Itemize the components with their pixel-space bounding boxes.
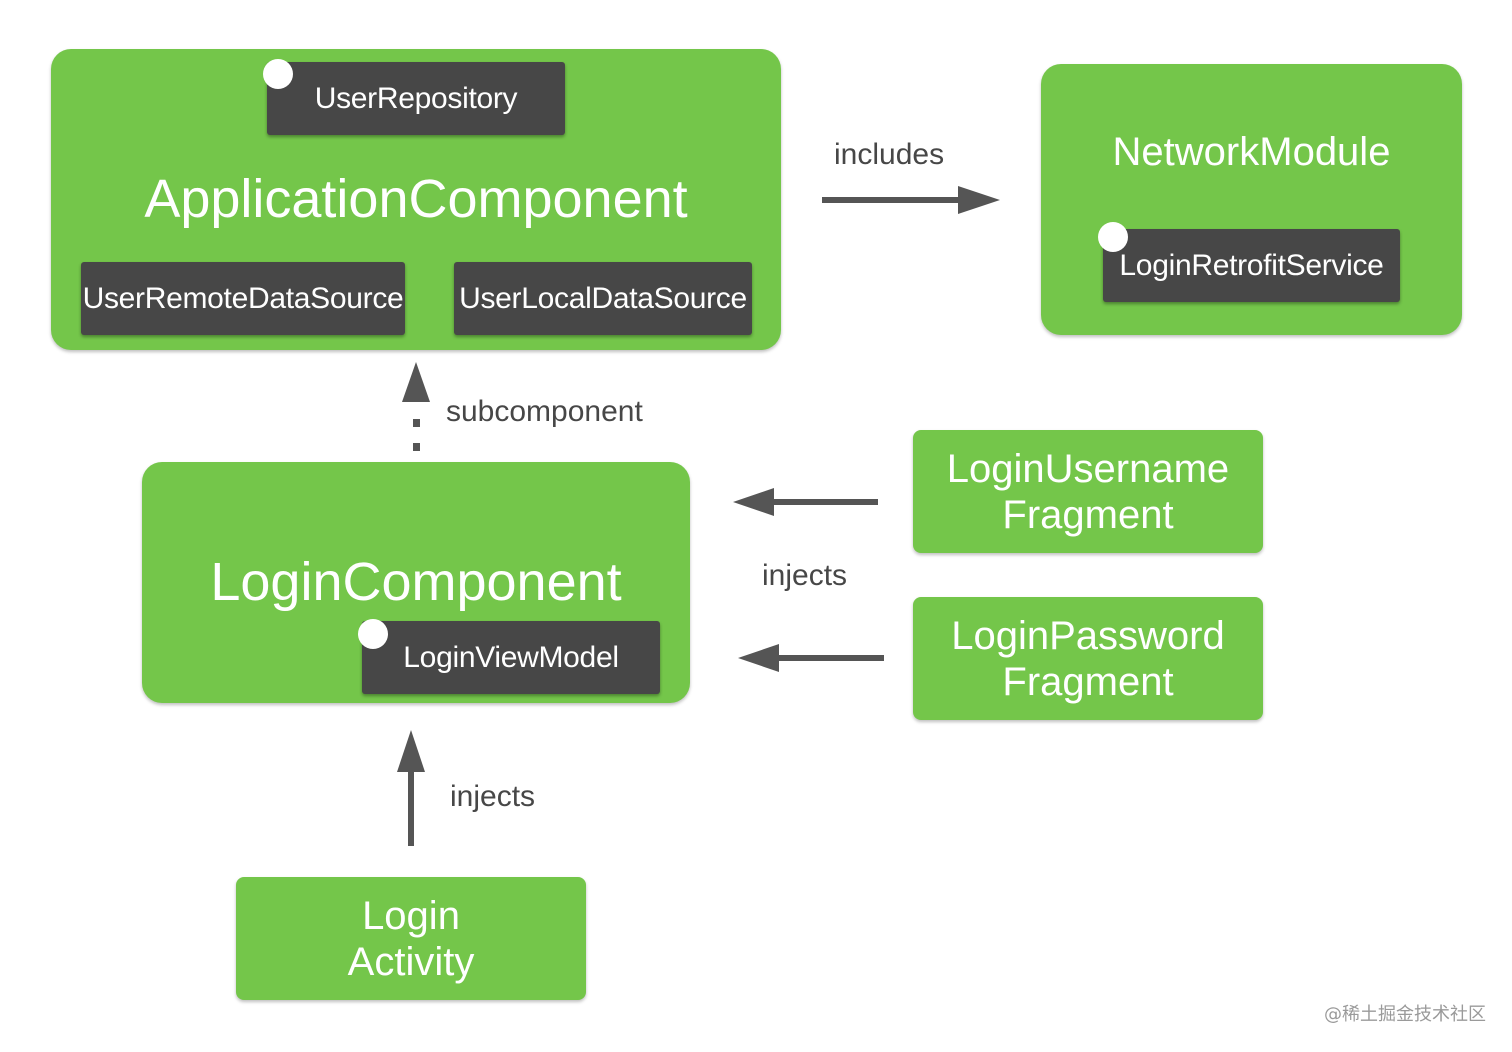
user-repository-tag: UserRepository — [267, 62, 565, 135]
scope-dot-icon — [263, 59, 293, 89]
injects-arrow-username — [733, 488, 878, 516]
subcomponent-arrow — [402, 362, 430, 451]
injects-arrow-password — [738, 644, 884, 672]
injects-fragments-label: injects — [762, 559, 848, 592]
login-component-title: LoginComponent — [210, 552, 622, 612]
fragment-suffix-line: Fragment — [1002, 659, 1174, 704]
fragment-name-line: LoginUsername — [946, 446, 1230, 491]
includes-arrow — [822, 186, 1000, 214]
activity-name-line: Login — [362, 893, 460, 938]
activity-suffix-line: Activity — [347, 939, 475, 984]
watermark-text: @稀土掘金技术社区 — [1324, 1004, 1486, 1025]
fragment-suffix-line: Fragment — [1002, 492, 1174, 537]
login-activity-box: Login Activity — [236, 877, 586, 1000]
application-component-title: ApplicationComponent — [144, 169, 688, 229]
injects-activity-label: injects — [450, 780, 536, 813]
user-local-data-source-tag: UserLocalDataSource — [454, 262, 752, 335]
login-view-model-tag: LoginViewModel — [362, 621, 660, 694]
injects-arrow-activity — [397, 730, 425, 846]
subcomponent-label: subcomponent — [446, 395, 643, 428]
login-retrofit-service-tag: LoginRetrofitService — [1103, 229, 1400, 302]
login-activity-title: Login Activity — [236, 877, 586, 1000]
login-password-fragment-title: LoginPassword Fragment — [913, 597, 1263, 720]
login-username-fragment-title: LoginUsername Fragment — [913, 430, 1263, 553]
includes-label: includes — [834, 138, 945, 171]
scope-dot-icon — [1098, 222, 1128, 252]
login-username-fragment-box: LoginUsername Fragment — [913, 430, 1263, 553]
scope-dot-icon — [358, 619, 388, 649]
fragment-name-line: LoginPassword — [951, 613, 1225, 658]
user-remote-data-source-tag: UserRemoteDataSource — [81, 262, 405, 335]
login-password-fragment-box: LoginPassword Fragment — [913, 597, 1263, 720]
network-module-title: NetworkModule — [1112, 130, 1391, 174]
